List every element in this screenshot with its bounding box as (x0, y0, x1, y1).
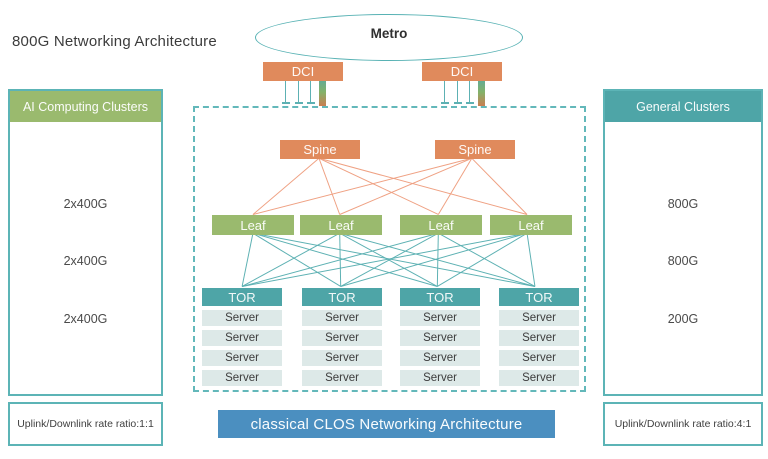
dci-box-right: DCI (422, 62, 502, 81)
ai-clusters-header: AI Computing Clusters (10, 91, 161, 122)
dci-link-line (281, 81, 290, 104)
server-row: Server (302, 330, 382, 346)
server-row: Server (202, 370, 282, 386)
tor-node-2: TOR (400, 288, 480, 306)
spine-node-1: Spine (435, 140, 515, 159)
general-ratio-box: Uplink/Downlink rate ratio:4:1 (603, 402, 763, 446)
spine-node-0: Spine (280, 140, 360, 159)
server-row: Server (400, 310, 480, 326)
metro-ring (255, 14, 523, 61)
server-row: Server (302, 310, 382, 326)
tor-node-0: TOR (202, 288, 282, 306)
leaf-node-3: Leaf (490, 215, 572, 235)
server-row: Server (302, 350, 382, 366)
dci-link-line (465, 81, 474, 104)
server-row: Server (202, 330, 282, 346)
dci-link-line (306, 81, 315, 104)
server-row: Server (400, 350, 480, 366)
general-rate-0: 800G (667, 197, 699, 211)
page-title: 800G Networking Architecture (12, 33, 217, 50)
general-clusters-panel: General Clusters 800G 800G 200G (603, 89, 763, 396)
dci-gradient-link (478, 81, 485, 106)
server-row: Server (499, 310, 579, 326)
leaf-node-1: Leaf (300, 215, 382, 235)
server-row: Server (400, 330, 480, 346)
server-row: Server (499, 350, 579, 366)
server-row: Server (400, 370, 480, 386)
tor-node-3: TOR (499, 288, 579, 306)
server-row: Server (202, 350, 282, 366)
dci-box-left: DCI (263, 62, 343, 81)
ai-rate-2: 2x400G (63, 312, 108, 326)
server-row: Server (202, 310, 282, 326)
dci-group-left: DCI (263, 62, 343, 106)
server-row: Server (302, 370, 382, 386)
dci-link-line (440, 81, 449, 104)
dci-group-right: DCI (422, 62, 502, 106)
general-clusters-header: General Clusters (605, 91, 761, 122)
dci-links-left (263, 81, 343, 106)
general-rate-2: 200G (667, 312, 699, 326)
dci-link-line (453, 81, 462, 104)
dci-gradient-link (319, 81, 326, 106)
general-rate-1: 800G (667, 254, 699, 268)
leaf-node-2: Leaf (400, 215, 482, 235)
dci-links-right (422, 81, 502, 106)
ai-rate-1: 2x400G (63, 254, 108, 268)
leaf-node-0: Leaf (212, 215, 294, 235)
metro-label: Metro (370, 26, 408, 41)
ai-rate-0: 2x400G (63, 197, 108, 211)
server-row: Server (499, 370, 579, 386)
ai-ratio-box: Uplink/Downlink rate ratio:1:1 (8, 402, 163, 446)
ai-clusters-panel: AI Computing Clusters 2x400G 2x400G 2x400G (8, 89, 163, 396)
tor-node-1: TOR (302, 288, 382, 306)
server-row: Server (499, 330, 579, 346)
clos-banner: classical CLOS Networking Architecture (218, 410, 555, 438)
dci-link-line (294, 81, 303, 104)
